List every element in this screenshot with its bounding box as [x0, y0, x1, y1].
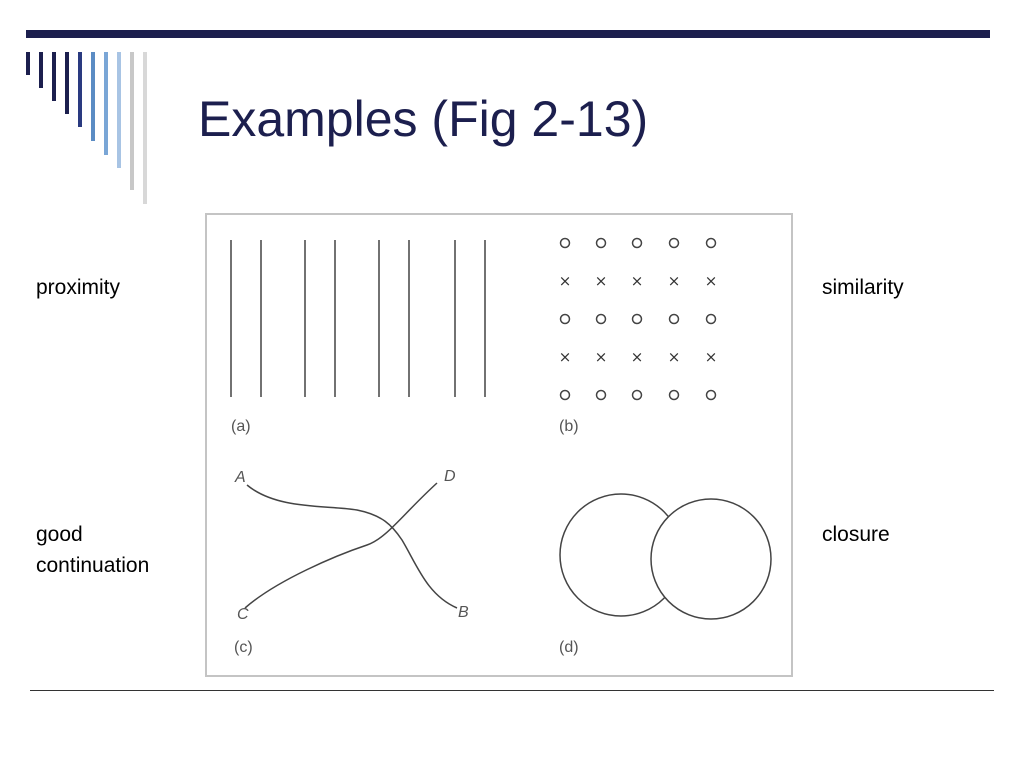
decorative-stripe [104, 52, 108, 155]
grid-cross: × [668, 272, 681, 290]
grid-circle [668, 389, 680, 401]
grid-cross: × [559, 272, 572, 290]
decorative-stripe [52, 52, 56, 101]
grid-cross: × [595, 272, 608, 290]
slide-title: Examples (Fig 2-13) [198, 91, 649, 147]
gestalt-figure-svg: (a) × × × × × × × × × × (b) A B C D (c) (d) [230, 237, 772, 656]
label-good-continuation-line2: continuation [36, 554, 150, 577]
decorative-stripe [39, 52, 43, 88]
curve-c-to-d [244, 482, 438, 609]
decorative-stripe [91, 52, 95, 141]
grid-circle [631, 313, 643, 325]
grid-circle [559, 389, 571, 401]
gestalt-figure: (a) × × × × × × × × × × (b) A B C D (c) (d) [205, 213, 793, 677]
decorative-stripe [130, 52, 134, 190]
grid-circle [559, 313, 571, 325]
point-label-a: A [234, 469, 246, 486]
curve-a-to-b [246, 484, 458, 609]
grid-cross: × [668, 348, 681, 366]
decorative-stripe [117, 52, 121, 168]
grid-cross: × [631, 348, 644, 366]
top-rule [26, 30, 990, 38]
label-good-continuation-line1: good [36, 523, 83, 546]
grid-circle [705, 389, 717, 401]
grid-circle [595, 389, 607, 401]
point-label-b: B [458, 604, 469, 621]
decorative-stripe [65, 52, 69, 114]
panel-a-label: (a) [231, 418, 251, 435]
decorative-stripe [78, 52, 82, 127]
point-label-c: C [237, 606, 249, 623]
grid-cross: × [559, 348, 572, 366]
label-good-continuation: good continuation [36, 519, 149, 581]
label-similarity: similarity [822, 276, 904, 299]
grid-cross: × [705, 348, 718, 366]
decorative-stripe [26, 52, 30, 75]
point-label-d: D [444, 468, 456, 485]
panel-b-grid: × × × × × × × × × × [559, 237, 718, 401]
closure-circle-right [650, 498, 772, 620]
label-closure: closure [822, 523, 890, 546]
panel-a-lines [230, 240, 486, 397]
grid-circle [631, 237, 643, 249]
grid-circle [705, 237, 717, 249]
grid-circle [705, 313, 717, 325]
grid-circle [595, 313, 607, 325]
grid-circle [559, 237, 571, 249]
grid-circle [595, 237, 607, 249]
grid-circle [668, 313, 680, 325]
panel-b-label: (b) [559, 418, 579, 435]
bottom-rule [30, 690, 994, 691]
decorative-stripe [143, 52, 147, 204]
panel-c-label: (c) [234, 639, 253, 656]
decorative-stripes [0, 0, 200, 220]
panel-d-label: (d) [559, 639, 579, 656]
label-proximity: proximity [36, 276, 121, 299]
grid-circle [631, 389, 643, 401]
grid-cross: × [595, 348, 608, 366]
grid-circle [668, 237, 680, 249]
grid-cross: × [631, 272, 644, 290]
grid-cross: × [705, 272, 718, 290]
